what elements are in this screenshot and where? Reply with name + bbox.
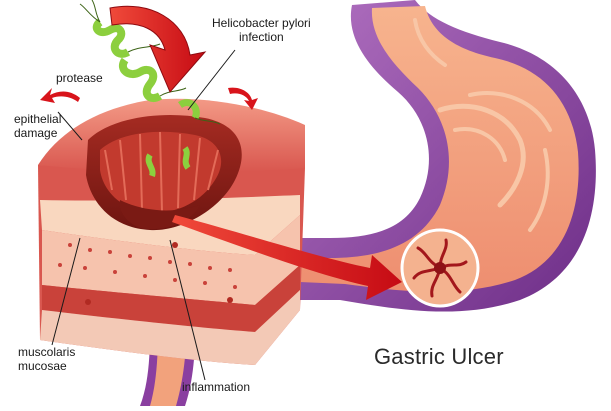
protease-arrow-icon xyxy=(40,88,80,103)
protease-label: protease xyxy=(56,71,103,85)
diagram-title: Gastric Ulcer xyxy=(374,344,504,369)
muscolaris-label: muscolaris mucosae xyxy=(18,345,76,373)
spread-arrow-icon xyxy=(228,87,258,110)
ulcer-lesion-icon xyxy=(400,228,480,308)
inflammation-label: inflammation xyxy=(182,380,251,394)
bacterium-icon xyxy=(79,0,221,178)
tissue-cross-section xyxy=(38,98,305,365)
location-arrow-icon xyxy=(172,215,402,300)
epithelial-damage-label: epithelial damage xyxy=(14,112,62,140)
stomach xyxy=(140,0,596,406)
infection-label: Helicobacter pylori infection xyxy=(212,16,311,44)
entry-arrow-icon xyxy=(109,5,207,93)
